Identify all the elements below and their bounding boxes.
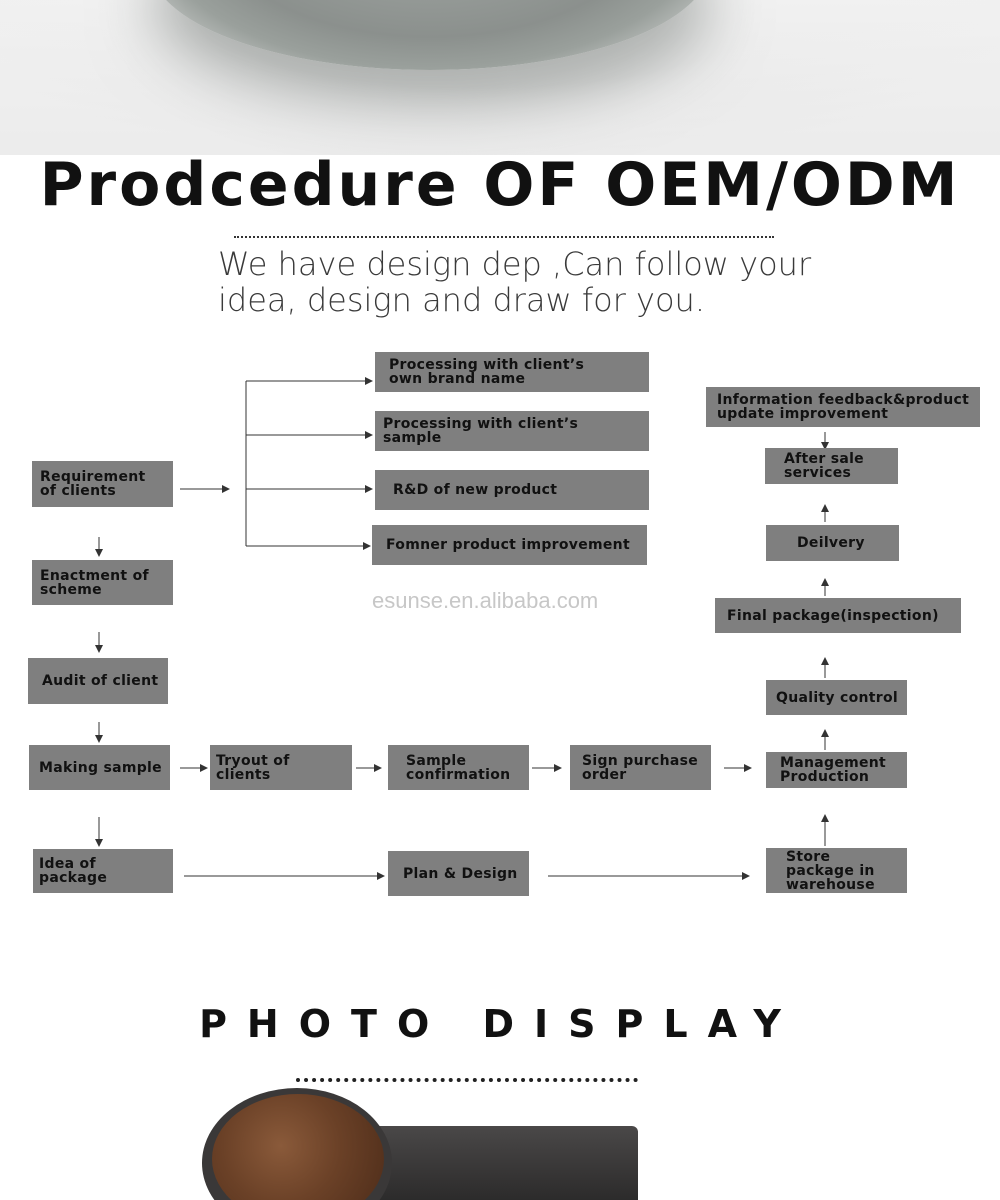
box-final-package: Final package(inspection) [715, 598, 961, 633]
box-management-production: Management Production [766, 752, 907, 788]
box-idea-of-package: Idea of package [33, 849, 173, 893]
box-audit-of-client: Audit of client [28, 658, 168, 704]
box-enactment-of-scheme: Enactment of scheme [32, 560, 173, 605]
coffee-scoop-photo [198, 1088, 638, 1200]
box-making-sample: Making sample [29, 745, 170, 790]
box-processing-brand-name: Processing with client’s own brand name [375, 352, 649, 392]
title-dotted-divider [234, 236, 774, 238]
box-sample-confirmation: Sample confirmation [388, 745, 529, 790]
coffee-powder [212, 1094, 384, 1200]
photo-dotted-divider [296, 1078, 638, 1082]
photo-display-title: PHOTO DISPLAY [199, 1002, 801, 1046]
box-after-sale-services: After sale services [765, 448, 898, 484]
box-former-improvement: Fomner product improvement [372, 525, 647, 565]
box-quality-control: Quality control [766, 680, 907, 715]
box-store-package: Store package in warehouse [766, 848, 907, 893]
box-delivery: Deilvery [766, 525, 899, 561]
box-tryout-of-clients: Tryout of clients [210, 745, 352, 790]
watermark: esunse.en.alibaba.com [372, 588, 599, 613]
box-information-feedback: Information feedback&product update impr… [706, 387, 980, 427]
box-processing-sample: Processing with client’s sample [375, 411, 649, 451]
box-sign-purchase-order: Sign purchase order [570, 745, 711, 790]
box-plan-design: Plan & Design [388, 851, 529, 896]
subtitle-line-1: We have design dep ,Can follow your [218, 245, 812, 283]
page-title: Prodcedure OF OEM/ODM [39, 150, 961, 220]
hero-product-photo [0, 0, 1000, 155]
box-requirement-of-clients: Requirement of clients [32, 461, 173, 507]
scoop-handle [368, 1126, 638, 1200]
subtitle-line-2: idea, design and draw for you. [218, 281, 705, 319]
box-rd-new-product: R&D of new product [375, 470, 649, 510]
subtitle: We have design dep ,Can follow your idea… [218, 246, 858, 318]
